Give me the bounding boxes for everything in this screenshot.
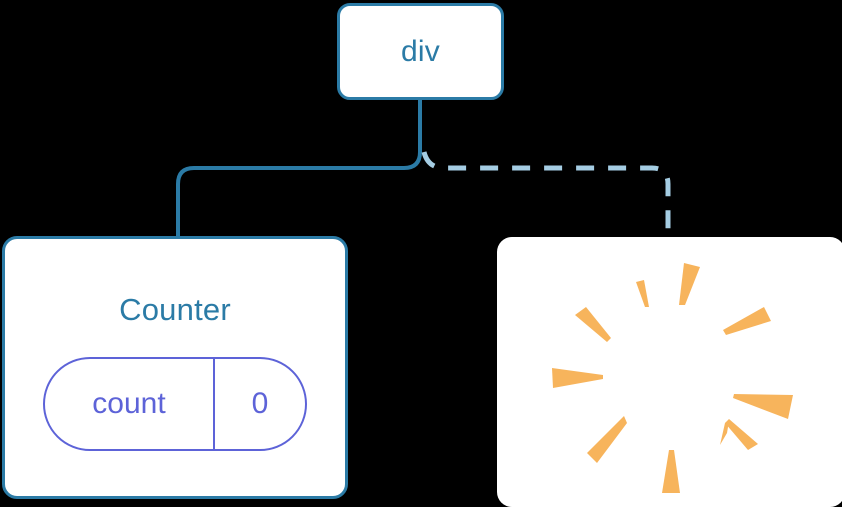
node-burst[interactable] <box>497 237 842 507</box>
burst-ray <box>720 421 729 445</box>
state-pill-count[interactable]: count 0 <box>43 357 307 451</box>
burst-ray <box>552 368 603 388</box>
node-counter[interactable]: Counter count 0 <box>2 236 348 499</box>
burst-ray <box>725 419 758 450</box>
burst-ray <box>636 280 649 307</box>
node-counter-label: Counter <box>119 292 231 327</box>
burst-ray <box>587 416 627 463</box>
state-pill-divider <box>213 359 215 449</box>
node-div-label: div <box>401 34 440 68</box>
sparkle-burst-icon <box>552 263 793 493</box>
burst-ray <box>723 307 771 335</box>
burst-ray <box>662 450 680 493</box>
burst-ray <box>575 307 611 342</box>
burst-ray <box>733 394 793 419</box>
burst-ray <box>679 263 700 305</box>
state-value: 0 <box>251 387 269 420</box>
edge-div-to-counter <box>176 98 422 238</box>
edge-div-to-burst <box>421 151 671 237</box>
state-key: count <box>92 387 166 420</box>
node-div[interactable]: div <box>337 3 504 100</box>
